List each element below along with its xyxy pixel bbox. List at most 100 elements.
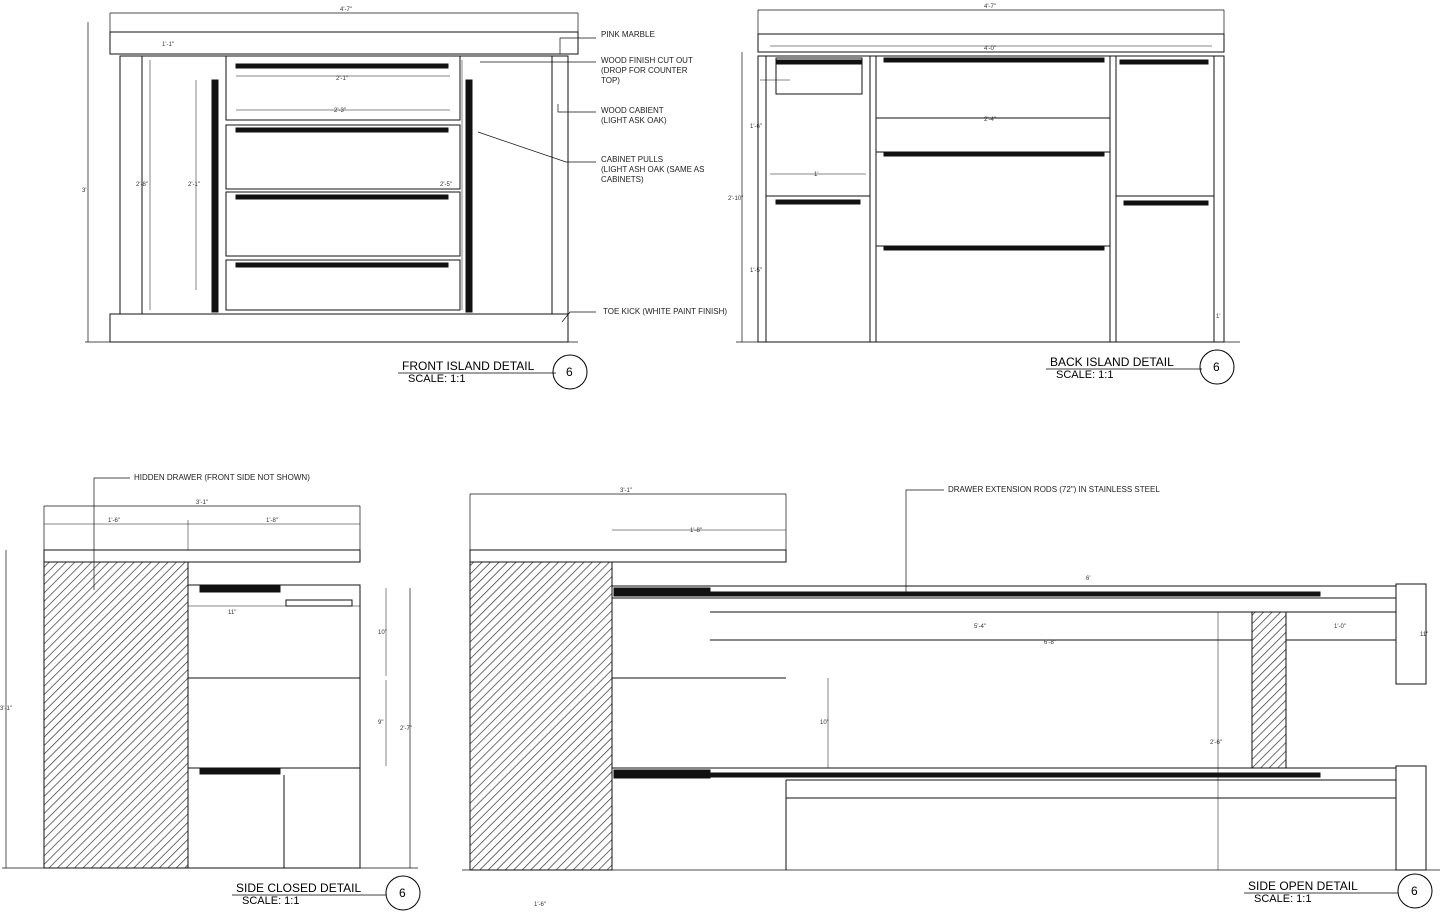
open-slide-upper bbox=[613, 587, 711, 597]
front-title: FRONT ISLAND DETAIL bbox=[402, 359, 535, 373]
open-dim-height: 2'-6" bbox=[1210, 740, 1222, 746]
front-left-pull bbox=[211, 79, 219, 313]
back-right-pull-1 bbox=[1119, 59, 1209, 65]
closed-hidden-drawer bbox=[43, 561, 189, 869]
open-dimensions: DRAWER EXTENSION RODS (72") IN STAINLESS… bbox=[534, 485, 1428, 908]
open-detail-bubble bbox=[1397, 873, 1433, 909]
front-drawer-4 bbox=[225, 259, 461, 311]
closed-dim-left: 1'-6" bbox=[108, 518, 120, 524]
open-rod-upper bbox=[709, 591, 1321, 597]
front-dim-inner: 2'-8" bbox=[136, 182, 148, 188]
open-dim-short: 1'-0" bbox=[1334, 624, 1346, 630]
closed-dim-d3: 11" bbox=[228, 610, 236, 616]
back-dim-right: 1' bbox=[1216, 314, 1220, 320]
closed-dim-right: 1'-8" bbox=[266, 518, 278, 524]
front-scale: SCALE: 1:1 bbox=[408, 373, 465, 385]
front-title-block: FRONT ISLAND DETAIL SCALE: 1:1 6 bbox=[398, 354, 588, 390]
front-drawer-2 bbox=[225, 124, 461, 190]
closed-dim-height: 3'-1" bbox=[0, 706, 12, 712]
open-dim-ext1: 5'-4" bbox=[974, 624, 986, 630]
back-center-pull-1 bbox=[883, 57, 1105, 63]
front-dim-side: 2'-5" bbox=[440, 182, 452, 188]
closed-dim-d2: 9" bbox=[378, 720, 383, 726]
back-title-block: BACK ISLAND DETAIL SCALE: 1:1 6 bbox=[1046, 349, 1235, 385]
closed-counter-top bbox=[43, 549, 361, 563]
front-dimensions: 4'-7" 3' 2'-8" 2'-1" 2'-3" 2'-1" 2'-5" 1… bbox=[82, 7, 452, 194]
back-dimensions: 4'-7" 4'-0" 2'-10" 2'-4" 1' 1'-6" 1'-5" … bbox=[728, 4, 1220, 320]
front-island-detail bbox=[85, 12, 596, 343]
back-dim-overall: 4'-7" bbox=[984, 4, 996, 10]
back-center-pull-2 bbox=[883, 151, 1105, 157]
note-pulls-1: CABINET PULLS bbox=[601, 155, 663, 164]
front-dim-drawer-w2: 2'-3" bbox=[334, 108, 346, 114]
back-detail-number: 6 bbox=[1213, 360, 1220, 374]
open-title-block: SIDE OPEN DETAIL SCALE: 1:1 6 bbox=[1244, 873, 1433, 909]
back-dim-center: 2'-4" bbox=[984, 117, 996, 123]
front-dim-offset: 1'-1" bbox=[162, 42, 174, 48]
note-pulls-3: CABINETS) bbox=[601, 175, 644, 184]
open-note-rods: DRAWER EXTENSION RODS (72") IN STAINLESS… bbox=[948, 485, 1160, 494]
back-right-pull-2 bbox=[1123, 200, 1209, 206]
open-dim-ext2: 6'-8" bbox=[1044, 640, 1056, 646]
open-dim-d1: 10" bbox=[820, 720, 829, 726]
open-scale: SCALE: 1:1 bbox=[1254, 893, 1311, 905]
back-left-lower-pull bbox=[775, 199, 861, 205]
closed-dim-d1: 10" bbox=[378, 630, 387, 636]
back-dim-upper: 1'-6" bbox=[750, 124, 762, 130]
front-notes: PINK MARBLE WOOD FINISH CUT OUT (DROP FO… bbox=[601, 30, 727, 316]
closed-dim-overall: 3'-1" bbox=[196, 500, 208, 506]
note-cabinet-1: WOOD CABIENT bbox=[601, 106, 664, 115]
open-drawer-front-upper bbox=[1395, 583, 1427, 685]
note-cutout-1: WOOD FINISH CUT OUT bbox=[601, 56, 693, 65]
back-marble-top bbox=[757, 33, 1225, 53]
front-drawer-1 bbox=[225, 55, 461, 121]
closed-cabinet-box bbox=[187, 584, 361, 869]
front-marble-top bbox=[109, 31, 579, 55]
note-cutout-3: TOP) bbox=[601, 76, 620, 85]
note-pink-marble: PINK MARBLE bbox=[601, 30, 655, 39]
back-center-drawer bbox=[875, 117, 1111, 153]
open-title: SIDE OPEN DETAIL bbox=[1248, 879, 1358, 893]
open-rod-lower bbox=[709, 772, 1321, 778]
back-cabinet-body bbox=[757, 55, 1225, 343]
note-cabinet-2: (LIGHT ASK OAK) bbox=[601, 116, 667, 125]
closed-slide-lower bbox=[199, 767, 281, 775]
closed-slide-upper bbox=[199, 585, 281, 593]
open-dim-rod: 6' bbox=[1086, 576, 1090, 582]
front-right-pull bbox=[465, 79, 473, 313]
closed-title-block: SIDE CLOSED DETAIL SCALE: 1:1 6 bbox=[232, 875, 421, 911]
note-cutout-2: (DROP FOR COUNTER bbox=[601, 66, 688, 75]
back-scale: SCALE: 1:1 bbox=[1056, 369, 1113, 381]
front-drawer-3 bbox=[225, 191, 461, 257]
open-dim-overall: 3'-1" bbox=[620, 488, 632, 494]
closed-detail-number: 6 bbox=[399, 886, 406, 900]
back-dim-inner: 4'-0" bbox=[984, 46, 996, 52]
open-dim-d2: 11" bbox=[1420, 632, 1428, 638]
closed-title: SIDE CLOSED DETAIL bbox=[236, 881, 361, 895]
open-counter-top bbox=[469, 549, 787, 563]
front-detail-bubble bbox=[552, 354, 588, 390]
closed-handle-upper bbox=[285, 599, 353, 607]
open-dim-drawer: 1'-8" bbox=[690, 528, 702, 534]
back-dim-left: 1' bbox=[814, 172, 818, 178]
open-detail-number: 6 bbox=[1411, 884, 1418, 898]
front-detail-number: 6 bbox=[566, 365, 573, 379]
front-dim-overall: 4'-7" bbox=[340, 7, 352, 13]
front-dim-drawer-w: 2'-1" bbox=[336, 76, 348, 82]
front-dim-height: 3' bbox=[82, 188, 86, 194]
side-closed-detail bbox=[2, 477, 418, 869]
note-pulls-2: (LIGHT ASH OAK (SAME AS bbox=[601, 165, 704, 174]
back-dim-height: 2'-10" bbox=[728, 196, 743, 202]
back-title: BACK ISLAND DETAIL bbox=[1050, 355, 1174, 369]
front-dim-drawer-h: 2'-1" bbox=[188, 182, 200, 188]
side-open-detail bbox=[462, 489, 1440, 871]
open-dim-bottom: 1'-6" bbox=[534, 902, 546, 908]
back-detail-bubble bbox=[1199, 349, 1235, 385]
open-hidden-drawer bbox=[469, 561, 613, 871]
closed-scale: SCALE: 1:1 bbox=[242, 895, 299, 907]
back-dim-lower: 1'-5" bbox=[750, 268, 762, 274]
front-toe-kick bbox=[109, 313, 569, 343]
back-island-detail bbox=[736, 9, 1240, 343]
open-slide-lower bbox=[613, 769, 711, 779]
